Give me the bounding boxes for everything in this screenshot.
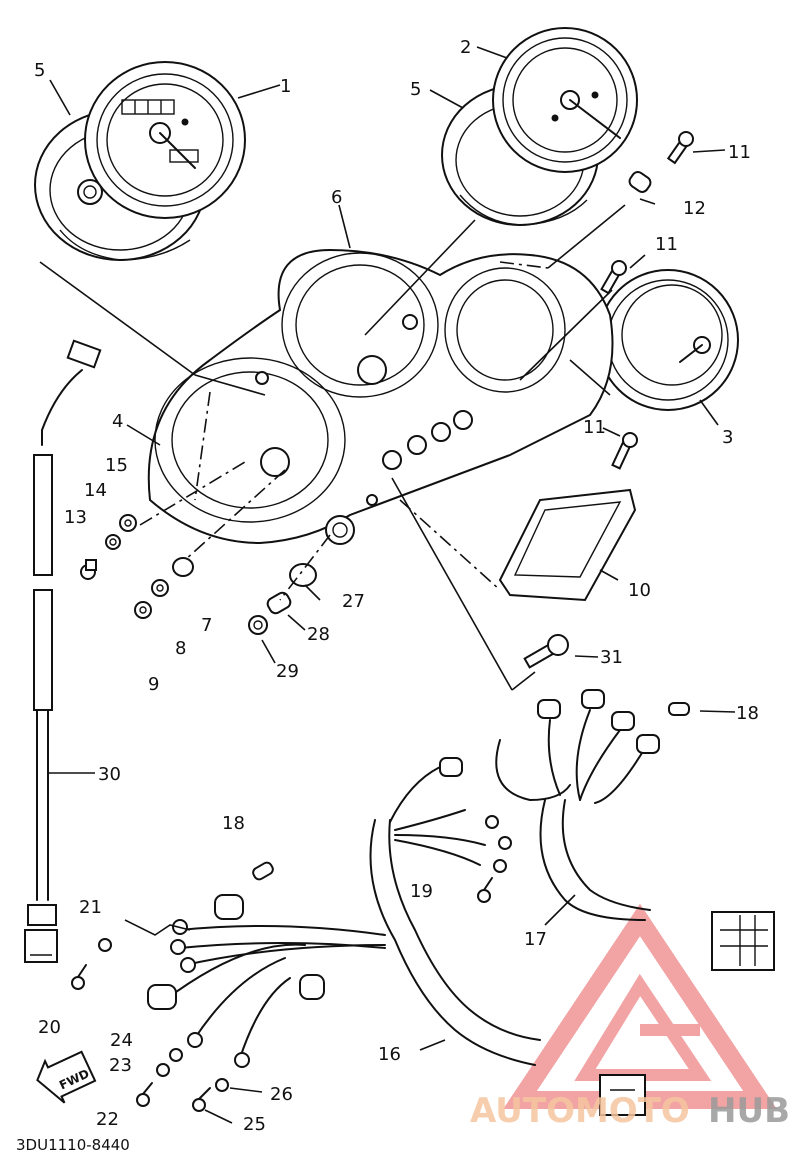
diagram-code: 3DU1110-8440 — [16, 1136, 130, 1154]
screw-20 — [71, 964, 87, 990]
callout-11-c: 11 — [583, 417, 606, 438]
callout-7: 7 — [201, 615, 212, 636]
watermark-text-part2: HUB — [708, 1091, 790, 1131]
callout-8: 8 — [175, 638, 186, 659]
callout-3: 3 — [722, 427, 733, 448]
speedometer-cable-30 — [24, 339, 102, 963]
callout-5-left: 5 — [34, 60, 45, 81]
callout-6: 6 — [331, 187, 342, 208]
nut-29 — [248, 615, 268, 635]
damper-7 — [172, 557, 194, 577]
screw-13 — [80, 559, 97, 580]
bulb-18-b — [252, 861, 274, 881]
callout-1: 1 — [280, 76, 291, 97]
clamp-21 — [98, 938, 112, 952]
damper-27 — [289, 563, 317, 587]
callout-10: 10 — [628, 580, 651, 601]
speedometer — [84, 61, 246, 219]
callout-11-a: 11 — [728, 142, 751, 163]
callout-28: 28 — [307, 624, 330, 645]
washer-23 — [156, 1063, 170, 1077]
washer-14 — [105, 534, 121, 550]
screw-19 — [477, 877, 493, 903]
callout-22: 22 — [96, 1109, 119, 1130]
callout-4: 4 — [112, 411, 123, 432]
callout-18-b: 18 — [222, 813, 245, 834]
bulb-18-a — [668, 702, 690, 716]
callout-25: 25 — [243, 1114, 266, 1135]
callout-18-a: 18 — [736, 703, 759, 724]
screw-22 — [136, 1082, 153, 1107]
callout-27: 27 — [342, 591, 365, 612]
screw-11-c — [611, 432, 638, 470]
callout-29: 29 — [276, 661, 299, 682]
bulb-12 — [628, 171, 652, 193]
callout-11-b: 11 — [655, 234, 678, 255]
indicator-panel-10 — [498, 488, 637, 602]
callout-numbers: 1 2 3 4 5 5 6 7 8 9 10 11 11 11 12 13 14… — [34, 37, 759, 1135]
washer-26 — [215, 1078, 229, 1092]
callout-26: 26 — [270, 1084, 293, 1105]
callout-2: 2 — [460, 37, 471, 58]
wire-harness-16 — [147, 757, 646, 1116]
callout-21: 21 — [79, 897, 102, 918]
tachometer — [492, 27, 638, 173]
fwd-arrow: FWD — [36, 1050, 97, 1104]
watermark-text-part1: AUTOMOTO — [470, 1091, 690, 1131]
callout-19: 19 — [410, 881, 433, 902]
callout-leaders — [48, 46, 736, 1124]
callout-9: 9 — [148, 674, 159, 695]
assembly-lines — [39, 204, 626, 936]
callout-16: 16 — [378, 1044, 401, 1065]
screw-11-b — [600, 260, 627, 295]
callout-20: 20 — [38, 1017, 61, 1038]
wire-harness-17 — [495, 689, 775, 971]
callout-31: 31 — [600, 647, 623, 668]
callout-15: 15 — [105, 455, 128, 476]
callout-13: 13 — [64, 507, 87, 528]
watermark-text: AUTOMOTO HUB — [470, 1091, 790, 1131]
callout-30: 30 — [98, 764, 121, 785]
meter-housing — [147, 248, 614, 545]
collar-28 — [266, 591, 292, 615]
screw-11-a — [666, 131, 694, 165]
screw-25 — [192, 1087, 211, 1112]
callout-23: 23 — [109, 1055, 132, 1076]
callout-24: 24 — [110, 1030, 133, 1051]
callout-17: 17 — [524, 929, 547, 950]
nut-9 — [134, 601, 152, 619]
callout-5-right: 5 — [410, 79, 421, 100]
washer-24 — [169, 1048, 183, 1062]
grommet-15 — [119, 514, 137, 532]
bolt-31 — [523, 634, 569, 669]
callout-12: 12 — [683, 198, 706, 219]
callout-14: 14 — [84, 480, 107, 501]
washer-8 — [151, 579, 169, 597]
auxiliary-meter — [597, 269, 739, 411]
